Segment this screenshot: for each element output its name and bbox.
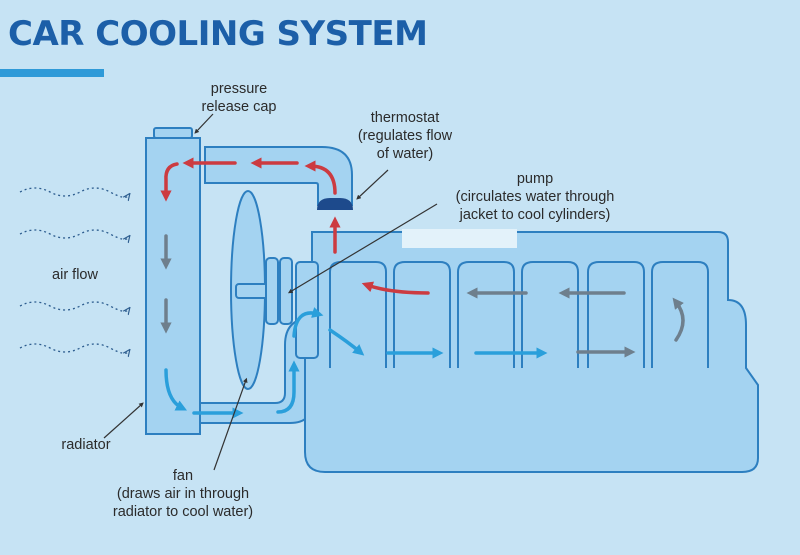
cooling-water-arrows [160,234,685,358]
pump-label-line-3: jacket to cool cylinders) [459,207,611,223]
hot-water-arrows [160,157,430,295]
cylinder-2 [393,261,451,368]
leader-thermostat [356,169,389,200]
cylinder-5 [587,261,645,368]
pressure-cap-label: pressure release cap [196,80,282,116]
thermostat-label: thermostat (regulates flow of water) [342,109,468,163]
hot-arrow-radiator-top [160,162,179,202]
cool-arrow-engine-diag [328,328,365,356]
air-flow-wave-4 [19,343,128,353]
cool-arrow-radiator-bottom [164,368,188,411]
air-flow-label-text: air flow [52,267,98,283]
label-mask [402,229,517,248]
thermostat-icon [317,198,353,210]
air-flow-wave-1 [19,187,128,197]
fan-label-line-2: (draws air in through [116,486,250,502]
air-flow-wave-3 [19,301,128,311]
pump-pulley [279,257,293,325]
pump-label: pump (circulates water through jacket to… [432,170,638,224]
cool-water-arrows [164,307,548,419]
cool-arrow-pump-curve [292,307,324,338]
title-accent-bar [0,69,104,77]
leader-lines [103,113,438,471]
fan-pulley [265,257,279,325]
radiator-label: radiator [44,436,128,454]
page-title: CAR COOLING SYSTEM [8,14,428,54]
leader-pump [287,203,438,294]
hot-arrow-hose-curve [304,160,337,195]
thermostat-label-line-2: (regulates flow [357,128,453,144]
radiator-body [145,137,201,435]
leader-fan [213,377,248,471]
fan-label: fan (draws air in through radiator to co… [88,467,278,521]
air-flow-waves [19,187,128,353]
pump-label-line-1: pump [516,171,554,187]
pressure-cap-label-line-2: release cap [201,99,277,115]
fan-label-line-3: radiator to cool water) [112,504,254,520]
fan-label-line-1: fan [172,468,194,484]
pressure-cap-icon [153,127,193,139]
cool-arrow-hose-up [276,360,300,414]
air-flow-wave-2 [19,229,128,239]
pressure-cap-label-line-1: pressure [210,81,268,97]
air-flow-label: air flow [30,266,120,284]
pump-label-line-2: (circulates water through [455,189,615,205]
leader-pressure-cap [194,113,214,134]
thermostat-label-line-3: of water) [376,146,434,162]
thermostat-label-line-1: thermostat [370,110,440,126]
hot-arrow-engine-top [361,281,430,295]
leader-radiator [103,402,144,439]
radiator-label-text: radiator [61,437,111,453]
gray-arrow-engine-curve [672,297,685,342]
cylinder-6 [651,261,709,368]
pump-housing [295,261,319,359]
